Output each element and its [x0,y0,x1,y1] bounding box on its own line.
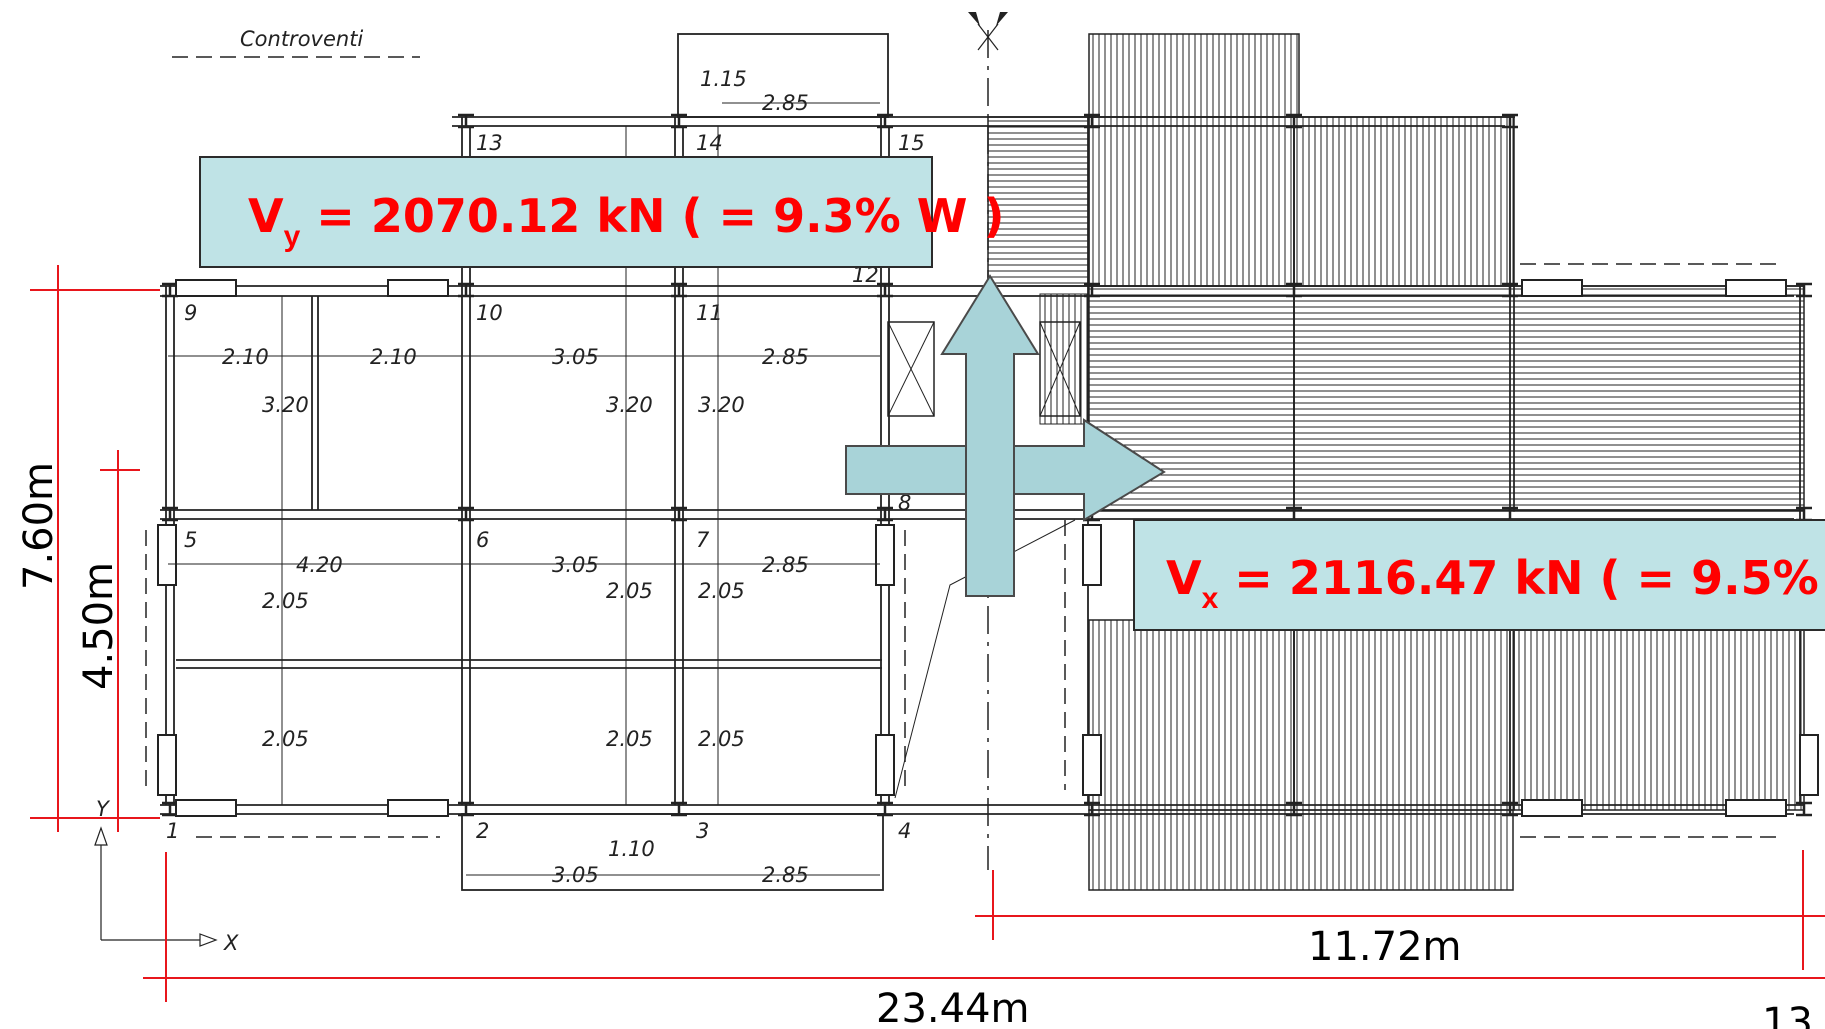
floor-slabs [987,33,1805,891]
dim-row-a-4: 2.85 [762,345,809,369]
arrow-y-direction [940,274,1040,597]
bracing-elements [157,279,1819,817]
bracing-dashes [145,530,906,838]
dim-bottom-2-85: 2.85 [762,863,809,887]
vx-callout: Vx = 2116.47 kN ( = 9.5% W ) [1133,519,1825,631]
node-label-6: 6 [476,528,489,552]
column-caps [162,113,1812,817]
node-label-3: 3 [696,819,709,843]
dim-vert-2-05-f: 2.05 [698,727,745,751]
dim-row-a-3: 3.05 [552,345,599,369]
dim-row-a-2: 2.10 [370,345,417,369]
dim-vert-2-05-a: 2.05 [262,589,309,613]
dim-row-b-2: 3.05 [552,553,599,577]
node-label-9: 9 [184,301,197,325]
dim-vert-3-20-b: 3.20 [606,393,653,417]
height-total-label: 7.60m [16,462,62,590]
dimension-lines [168,102,880,876]
dim-vert-3-20-c: 3.20 [698,393,745,417]
vy-callout: Vy = 2070.12 kN ( = 9.3% W ) [199,156,1004,268]
node-label-13: 13 [476,131,503,155]
dim-vert-2-05-c: 2.05 [698,579,745,603]
width-half-label: 11.72m [1308,924,1461,970]
axis-y-label: Y [96,797,111,821]
node-label-1: 1 [166,819,179,843]
legend-label: Controventi [240,27,363,51]
axis-x-label: X [223,931,239,955]
legend-controventi: Controventi [172,27,420,58]
red-dimensions [30,265,1825,1002]
node-label-8: 8 [898,491,911,515]
dim-row-b-1: 4.20 [296,553,343,577]
dimension-labels: 1.15 2.85 2.10 2.10 3.05 2.85 3.20 3.20 … [222,67,809,887]
vx-callout-box [1133,519,1825,631]
node-label-4: 4 [898,819,911,843]
node-label-14: 14 [696,131,723,155]
dim-bottom-3-05: 3.05 [552,863,599,887]
dim-row-a-1: 2.10 [222,345,269,369]
stair-block [887,321,1081,417]
dim-vert-3-20-a: 3.20 [262,393,309,417]
dim-bottom-1-10: 1.10 [608,837,655,861]
height-partial-label: 4.50m [76,562,122,690]
dim-1-15: 1.15 [700,67,747,91]
dim-vert-2-05-e: 2.05 [606,727,653,751]
vy-callout-box [199,156,933,268]
width-total-label: 23.44m [876,986,1029,1029]
node-label-7: 7 [696,528,710,552]
node-labels: 1 2 3 4 5 6 7 8 9 10 11 12 13 14 15 [166,131,925,843]
dim-vert-2-05-d: 2.05 [262,727,309,751]
node-label-2: 2 [476,819,489,843]
axis-indicator [94,826,218,947]
vy-label: Vy = 2070.12 kN ( = 9.3% W ) [248,189,1004,253]
node-label-11: 11 [696,301,723,325]
dim-row-b-3: 2.85 [762,553,809,577]
dim-vert-2-05-b: 2.05 [606,579,653,603]
vx-label: Vx = 2116.47 kN ( = 9.5% W ) [1166,551,1825,615]
dim-top-2-85: 2.85 [762,91,809,115]
node-label-15: 15 [898,131,925,155]
node-label-10: 10 [476,301,503,325]
page-number: 13 [1762,1000,1813,1029]
node-label-5: 5 [184,528,197,552]
